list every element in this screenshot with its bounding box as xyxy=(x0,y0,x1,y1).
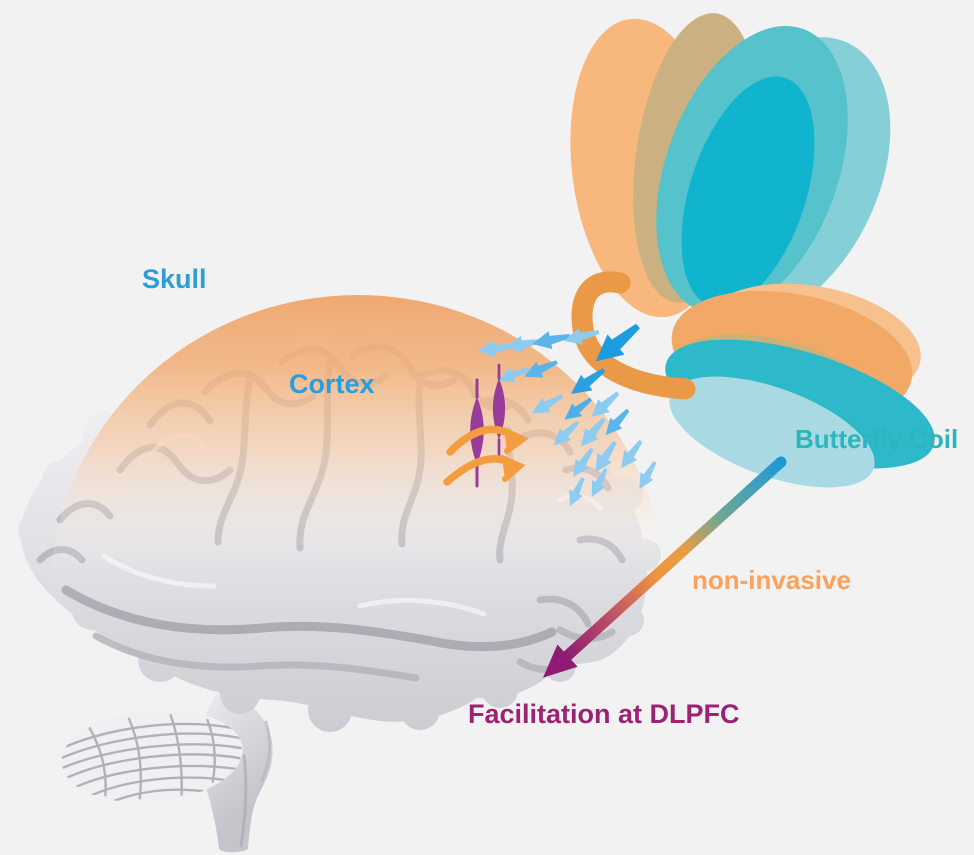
gradient-arrow xyxy=(542,456,787,678)
skull-label: Skull xyxy=(142,264,207,294)
butterfly-lower-wing xyxy=(665,283,935,488)
facilitation-label: Facilitation at DLPFC xyxy=(468,699,740,729)
butterfly-upper-wing xyxy=(570,13,891,323)
butterfly-coil-illustration xyxy=(570,13,935,488)
facilitation-arrows-icon xyxy=(443,425,529,486)
cortex-label: Cortex xyxy=(289,369,375,399)
non-invasive-label: non-invasive xyxy=(692,565,851,595)
butterfly-coil-label: Butterfly Coil xyxy=(795,424,958,454)
